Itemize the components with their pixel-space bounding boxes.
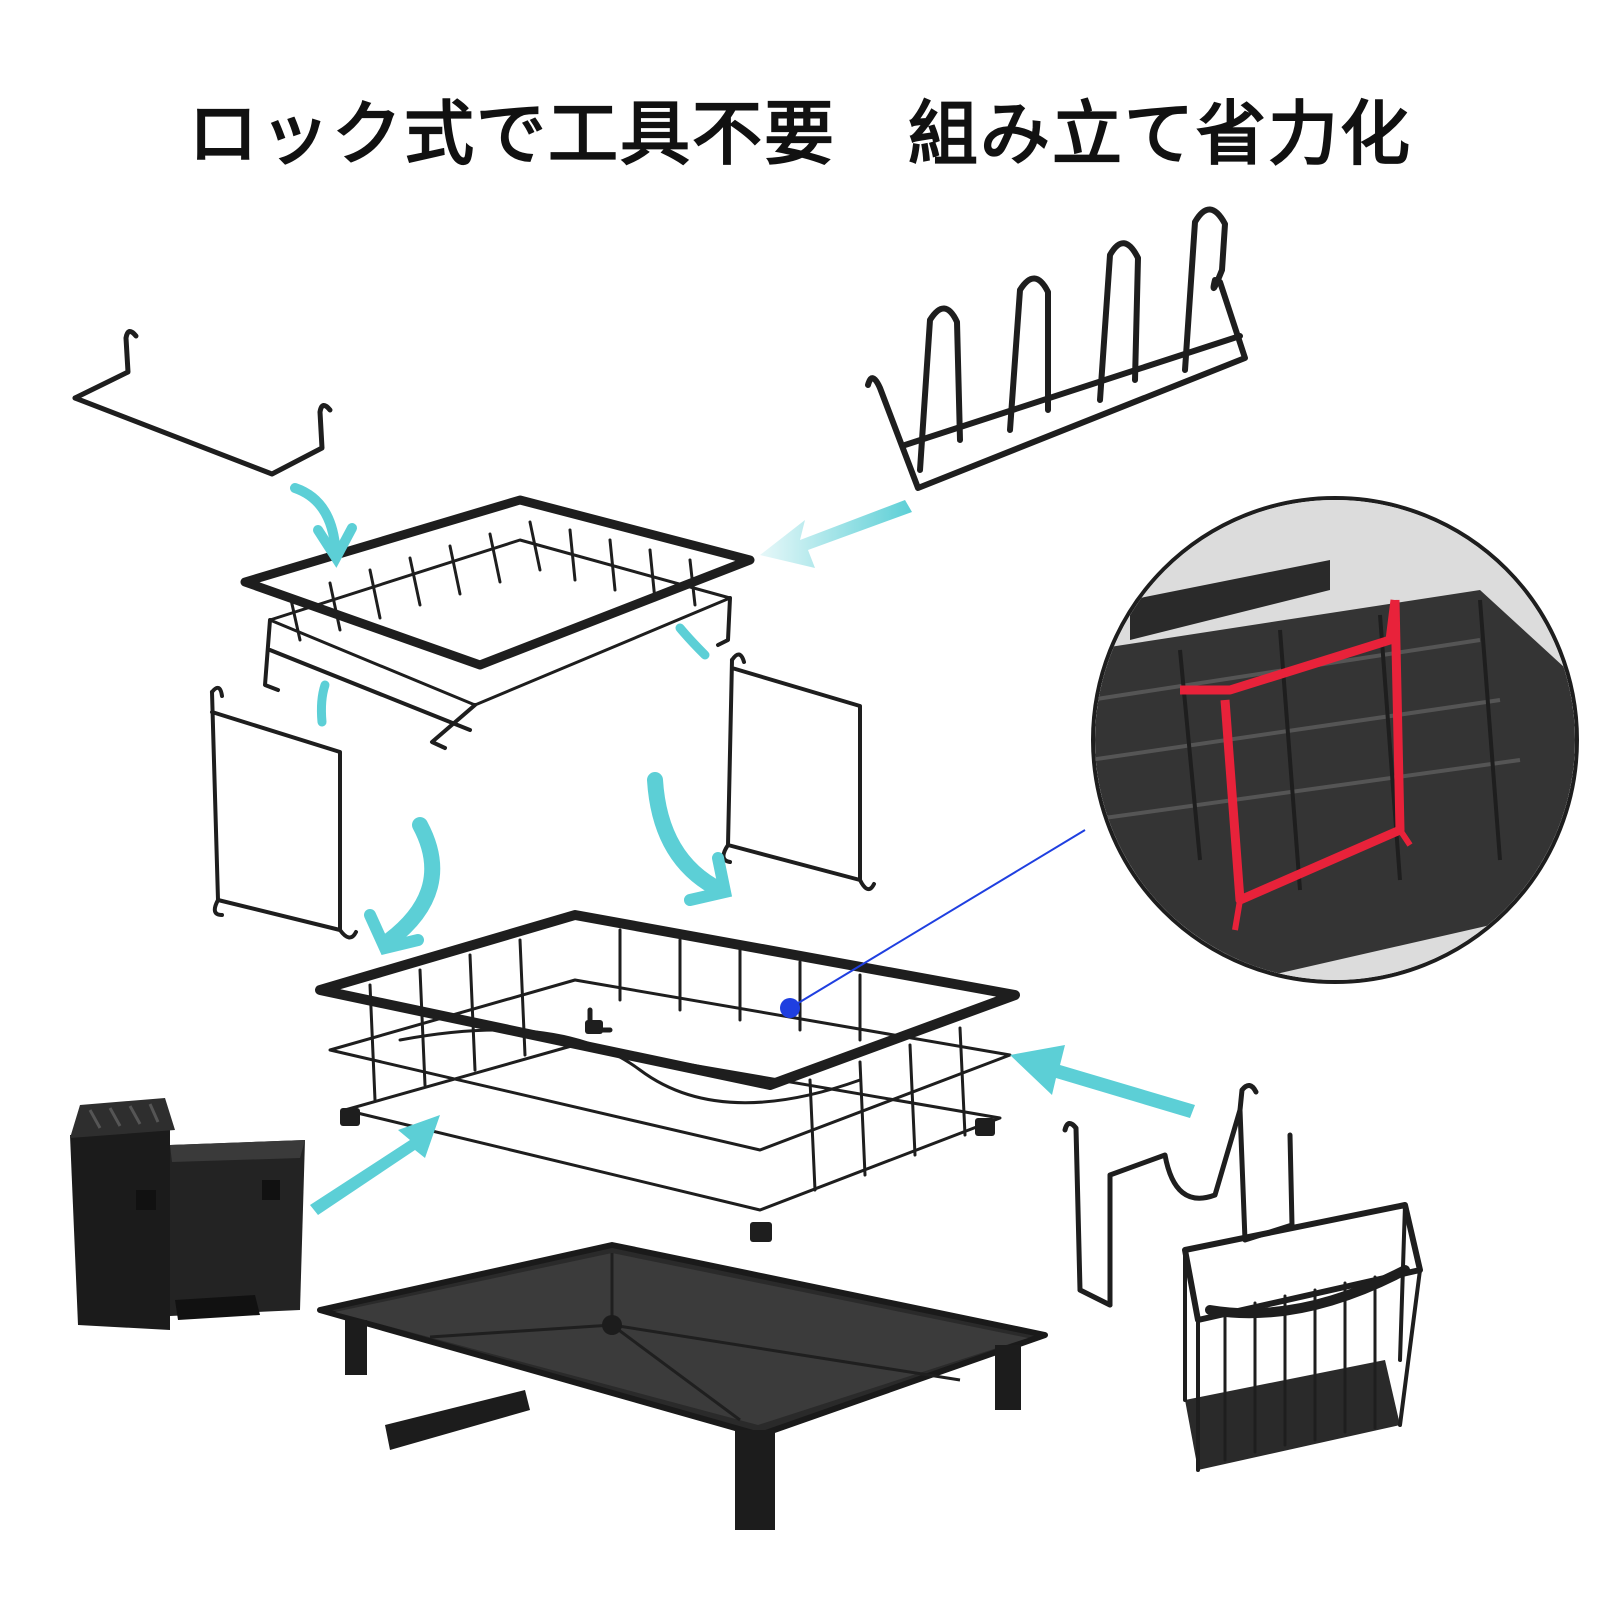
cup-hook-illustration — [1062, 1083, 1295, 1308]
assembly-arrow-icon — [290, 483, 733, 956]
utensil-holder-illustration — [70, 1098, 305, 1330]
cutting-board-holder-illustration — [865, 206, 1248, 491]
side-support-illustration — [210, 685, 358, 940]
sponge-basket-illustration — [1182, 1202, 1423, 1472]
drip-tray-illustration — [317, 1242, 1048, 1530]
upper-rack-illustration — [240, 495, 755, 750]
towel-bar-illustration — [72, 329, 333, 477]
zoom-detail-illustration — [1091, 496, 1579, 984]
callout-pointer — [780, 829, 1086, 1018]
assembly-arrow-icon — [310, 500, 1195, 1215]
headline: ロック式で工具不要 組み立て省力化 — [188, 93, 1412, 175]
side-support-illustration — [721, 652, 876, 892]
basket-feet — [340, 1020, 995, 1242]
main-basket-illustration — [315, 910, 1020, 1212]
